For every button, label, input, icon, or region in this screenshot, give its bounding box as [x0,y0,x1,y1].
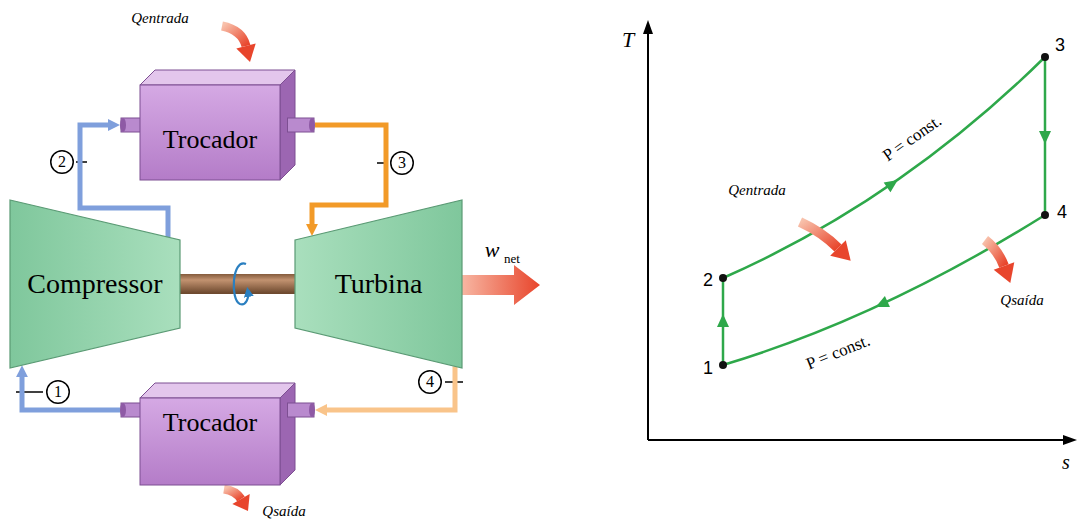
pipe-stub-end [120,118,126,132]
heat-label: Qsaída [1000,293,1043,308]
callout-circle: 2 [50,150,74,174]
axis-arrow [643,20,653,34]
state-number: 3 [1055,36,1065,54]
pipe-stub-end [309,403,315,417]
heat-label: Qentrada [131,11,189,26]
callout-number: 2 [58,154,66,170]
component-name: Trocador [163,410,257,436]
compressor-body [10,200,180,368]
pipe-stub [288,118,315,132]
callout-ring [51,151,74,174]
callout-number: 1 [54,384,62,400]
box-top [140,383,295,398]
axis [647,30,649,440]
state-number: 2 [703,271,713,289]
pipe-stub [288,403,315,417]
node-outline [120,70,315,180]
box-top [140,70,295,85]
work-arrow [462,265,540,305]
box-front [140,85,280,180]
callout-ring [47,381,70,404]
work-symbol: w [485,239,500,261]
callout-number: 3 [398,155,406,171]
axis-label: s [1062,452,1070,472]
component-name: Turbina [335,270,423,298]
state-number: 4 [1057,203,1067,221]
pipe-stub-end [120,403,126,417]
heat-arrow-head [236,44,255,62]
state-point [719,274,727,282]
heat-arrow [985,240,1004,266]
box-front [140,398,280,485]
flow-arrow [1039,131,1051,144]
callout-circle: 4 [418,370,442,394]
callout-circle: 1 [46,380,70,404]
process-line [723,57,1045,278]
pipe-arrow [323,366,455,410]
axis-arrow [1063,435,1077,445]
component-name: Compressor [27,270,162,298]
compressor-shape: Compressor [10,200,180,368]
process-label: P = const. [804,332,873,373]
process-line [723,215,1045,365]
flow-arrow [873,296,890,312]
flow-arrow [884,175,902,192]
state-point [1041,211,1049,219]
box-side [280,383,295,485]
heat-label: Qentrada [728,183,786,198]
pipe-arrow [312,125,386,228]
heat-exchanger: Trocador [120,70,315,180]
heat-label: Qsaída [262,504,305,519]
heat-arrow [222,26,246,46]
turbine-body [295,200,462,368]
flow-arrow [717,314,729,327]
process-label: P = const. [880,112,945,164]
component-name: Trocador [163,127,257,153]
callout-ring [391,152,414,175]
shaft [180,274,295,294]
pipe-arrow [22,373,120,410]
heat-arrow [800,222,838,248]
state-point [719,361,727,369]
heat-arrow-head [830,240,851,261]
turbine-shape: Turbina [295,200,462,368]
heat-arrow-head [994,262,1015,283]
callout-ring [419,371,442,394]
state-point [1041,53,1049,61]
rotation-arrow [234,263,248,304]
axis [648,439,1066,441]
heat-arrow-head [232,494,249,511]
pipe-stub-end [309,118,315,132]
heat-exchanger: Trocador [120,383,315,485]
callout-circle: 3 [390,151,414,175]
callout-number: 4 [426,374,434,390]
axis-label: T [622,29,634,51]
heat-arrow [224,489,241,499]
work-subscript: net [504,252,520,265]
state-number: 1 [703,359,713,377]
